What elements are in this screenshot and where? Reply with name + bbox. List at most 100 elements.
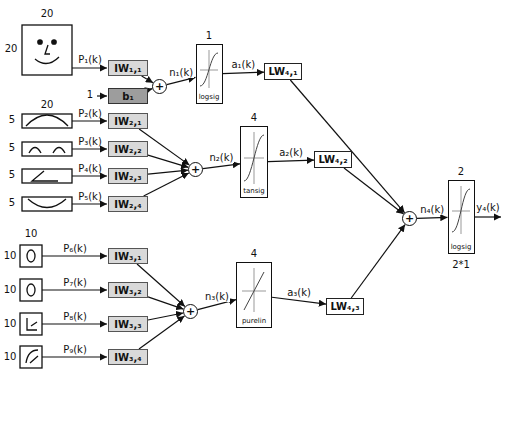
dimension-label: 20 [41, 8, 54, 19]
signal-label: y₄(k) [476, 202, 500, 213]
input-line [42, 289, 107, 290]
bias-box: b₁ [108, 88, 148, 104]
node-label: IW₂,₁ [114, 116, 141, 127]
summing-junction: + [152, 79, 167, 94]
signal-label: a₂(k) [278, 147, 304, 158]
dimension-label: 10 [4, 318, 17, 329]
signal-label: P₄(k) [78, 163, 102, 174]
shape-icon [26, 350, 38, 363]
signal-connector [268, 160, 314, 161]
shape-icon-frame [20, 313, 42, 335]
transfer-name: tansig [243, 188, 265, 196]
signal-label: n₃(k) [204, 291, 230, 302]
layer-weight-box: LW₄,₃ [326, 298, 364, 315]
weight-box: IW₂,₁ [108, 113, 148, 129]
weight-box: IW₂,₄ [108, 196, 148, 212]
dimension-label: 20 [41, 99, 54, 110]
face-mouth [35, 57, 59, 64]
dimension-label: 5 [9, 197, 15, 208]
shape-icon [27, 318, 37, 330]
node-label: + [405, 213, 414, 224]
input-line [42, 356, 107, 357]
transfer-function-box: 2logsig [448, 180, 475, 254]
logsig-symbol [452, 189, 470, 232]
curve-icon [28, 199, 66, 208]
dimension-label: 1 [87, 89, 93, 100]
signal-connector [290, 80, 404, 213]
dimension-label: 2*1 [452, 259, 470, 270]
input-line [72, 148, 107, 149]
dimension-label: 10 [25, 228, 38, 239]
layer-weight-box: LW₄,₂ [314, 151, 352, 168]
curve-icon [29, 148, 65, 154]
dimension-label: 10 [4, 284, 17, 295]
dimension-label: 10 [4, 250, 17, 261]
output-line [475, 216, 501, 217]
node-label: + [186, 306, 195, 317]
tansig-symbol [244, 135, 264, 181]
summing-junction: + [188, 162, 203, 177]
signal-label: P₆(k) [63, 243, 87, 254]
neuron-count: 4 [251, 248, 257, 259]
node-label: LW₄,₁ [268, 66, 297, 77]
node-label: + [155, 81, 164, 92]
signal-connector [144, 173, 189, 196]
signal-connector [167, 77, 196, 84]
neuron-count: 1 [206, 30, 212, 41]
curve-icon [26, 115, 68, 126]
node-label: IW₃,₄ [114, 352, 141, 363]
transfer-axes [200, 50, 218, 88]
logsig-symbol [200, 53, 218, 86]
summing-junction: + [402, 211, 417, 226]
input-line [42, 323, 107, 324]
face-icon-frame [22, 25, 72, 75]
signal-connector [148, 155, 188, 167]
weight-box: IW₂,₂ [108, 141, 148, 157]
transfer-function-box: 4purelin [236, 262, 272, 328]
signal-connector [272, 297, 326, 304]
node-label: IW₃,₂ [114, 285, 141, 296]
dimension-label: 5 [9, 142, 15, 153]
transfer-axes [452, 186, 470, 234]
signal-connector [223, 72, 265, 73]
neuron-count: 2 [458, 166, 464, 177]
layer-weight-box: LW₄,₁ [264, 63, 302, 80]
signal-label: P₁(k) [78, 54, 102, 65]
face-nose [45, 45, 50, 54]
signal-connector [148, 297, 183, 309]
shape-icon [27, 284, 35, 296]
signal-connector [148, 313, 183, 320]
node-label: IW₁,₁ [114, 63, 141, 74]
transfer-name: logsig [451, 244, 472, 252]
node-label: LW₄,₂ [318, 154, 347, 165]
signal-label: P₂(k) [78, 108, 102, 119]
neuron-count: 4 [251, 112, 257, 123]
signal-label: n₂(k) [208, 152, 234, 163]
node-label: IW₂,₄ [114, 199, 141, 210]
transfer-axes [242, 268, 266, 312]
shape-icon-frame [20, 346, 42, 368]
signal-label: P₅(k) [78, 191, 102, 202]
node-label: IW₂,₃ [114, 171, 141, 182]
dimension-label: 5 [9, 169, 15, 180]
signal-label: n₄(k) [419, 204, 445, 215]
node-label: IW₃,₁ [114, 251, 141, 262]
curve-icon-frame [22, 197, 72, 211]
signal-connector [142, 76, 153, 83]
input-line [72, 67, 107, 68]
transfer-function-box: 1logsig [196, 44, 223, 104]
weight-box: IW₃,₁ [108, 248, 148, 264]
input-line [72, 203, 107, 204]
signal-label: a₁(k) [230, 59, 256, 70]
face-eye [52, 40, 56, 44]
shape-icon-frame [20, 245, 42, 267]
weight-box: IW₃,₂ [108, 282, 148, 298]
transfer-axes [244, 132, 264, 184]
shape-icon-frame [20, 279, 42, 301]
transfer-name: purelin [242, 318, 266, 326]
weight-box: IW₃,₄ [108, 349, 148, 365]
purelin-symbol [244, 272, 264, 310]
signal-connector [417, 217, 448, 219]
signal-label: n₁(k) [168, 67, 194, 78]
weight-box: IW₃,₃ [108, 316, 148, 332]
